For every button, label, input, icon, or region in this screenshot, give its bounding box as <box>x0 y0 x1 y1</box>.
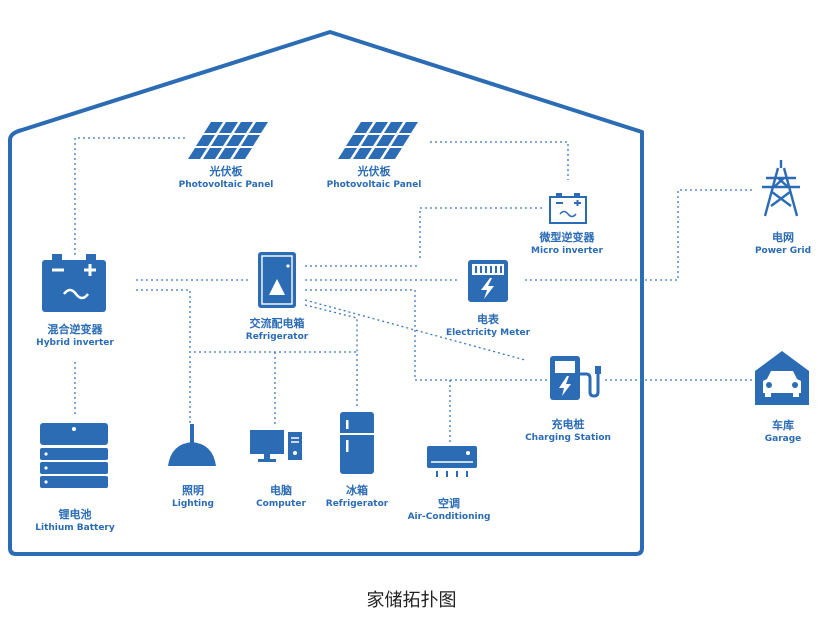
grid-zh-label: 电网 <box>772 231 794 244</box>
node-meter: 电表 Electricity Meter <box>446 313 530 339</box>
hybrid-inverter-en-label: Hybrid inverter <box>36 338 114 348</box>
garage-zh-label: 车库 <box>772 419 794 432</box>
fridge-en-label: Refrigerator <box>325 499 389 509</box>
meter-en-label: Electricity Meter <box>445 328 531 338</box>
garage-en-label: Garage <box>764 434 802 444</box>
refrigerator-icon <box>340 412 374 474</box>
ac-box-zh-label: 交流配电箱 <box>249 317 305 330</box>
aircon-zh-label: 空调 <box>437 497 460 510</box>
charging-en-label: Charging Station <box>525 433 611 443</box>
node-aircon: 空调 Air-Conditioning <box>408 497 491 523</box>
hybrid-inverter-zh-label: 混合逆变器 <box>47 323 103 336</box>
air-conditioner-icon <box>427 446 477 477</box>
computer-icon <box>250 430 302 462</box>
lamp-icon <box>168 424 216 466</box>
node-pv2: 光伏板 Photovoltaic Panel <box>327 165 422 191</box>
house-outline <box>8 30 644 556</box>
node-grid: 电网 Power Grid <box>755 231 811 257</box>
distribution-box-icon <box>258 252 296 308</box>
grid-en-label: Power Grid <box>754 246 812 256</box>
lighting-zh-label: 照明 <box>182 484 204 497</box>
pv2-zh-label: 光伏板 <box>357 165 391 178</box>
connection-lines <box>74 137 755 442</box>
node-garage: 车库 Garage <box>765 419 802 445</box>
node-ac-box: 交流配电箱 Refrigerator <box>246 317 308 343</box>
charging-station-icon <box>550 356 601 400</box>
pv2-en-label: Photovoltaic Panel <box>326 180 422 190</box>
micro-inverter-zh-label: 微型逆变器 <box>539 231 595 244</box>
battery-en-label: Lithium Battery <box>35 523 115 533</box>
node-computer: 电脑 Computer <box>256 484 306 510</box>
diagram-caption: 家储拓扑图 <box>366 590 457 611</box>
solar-panel-icon <box>338 122 418 159</box>
node-battery: 锂电池 Lithium Battery <box>35 508 114 534</box>
hybrid-inverter-icon <box>42 254 106 312</box>
charging-zh-label: 充电桩 <box>551 418 585 431</box>
solar-panel-icon <box>188 122 268 159</box>
node-lighting: 照明 Lighting <box>172 484 214 510</box>
lighting-en-label: Lighting <box>172 499 214 509</box>
node-pv1: 光伏板 Photovoltaic Panel <box>179 165 274 191</box>
computer-zh-label: 电脑 <box>270 484 292 497</box>
node-hybrid-inverter: 混合逆变器 Hybrid inverter <box>36 323 114 349</box>
micro-inverter-en-label: Micro inverter <box>531 246 603 256</box>
ac-box-en-label: Refrigerator <box>245 332 309 342</box>
node-charging: 充电桩 Charging Station <box>525 418 611 444</box>
micro-inverter-icon <box>549 193 587 224</box>
meter-zh-label: 电表 <box>477 313 499 326</box>
pv1-en-label: Photovoltaic Panel <box>178 180 274 190</box>
pv1-zh-label: 光伏板 <box>209 165 243 178</box>
electricity-meter-icon <box>468 260 508 302</box>
computer-en-label: Computer <box>256 499 306 509</box>
power-tower-icon <box>762 160 800 217</box>
aircon-en-label: Air-Conditioning <box>407 512 491 522</box>
battery-zh-label: 锂电池 <box>58 508 92 521</box>
node-micro-inverter: 微型逆变器 Micro inverter <box>531 231 603 257</box>
garage-car-icon <box>755 351 809 405</box>
battery-stack-icon <box>40 423 108 488</box>
fridge-zh-label: 冰箱 <box>346 484 368 497</box>
node-fridge: 冰箱 Refrigerator <box>326 484 388 510</box>
